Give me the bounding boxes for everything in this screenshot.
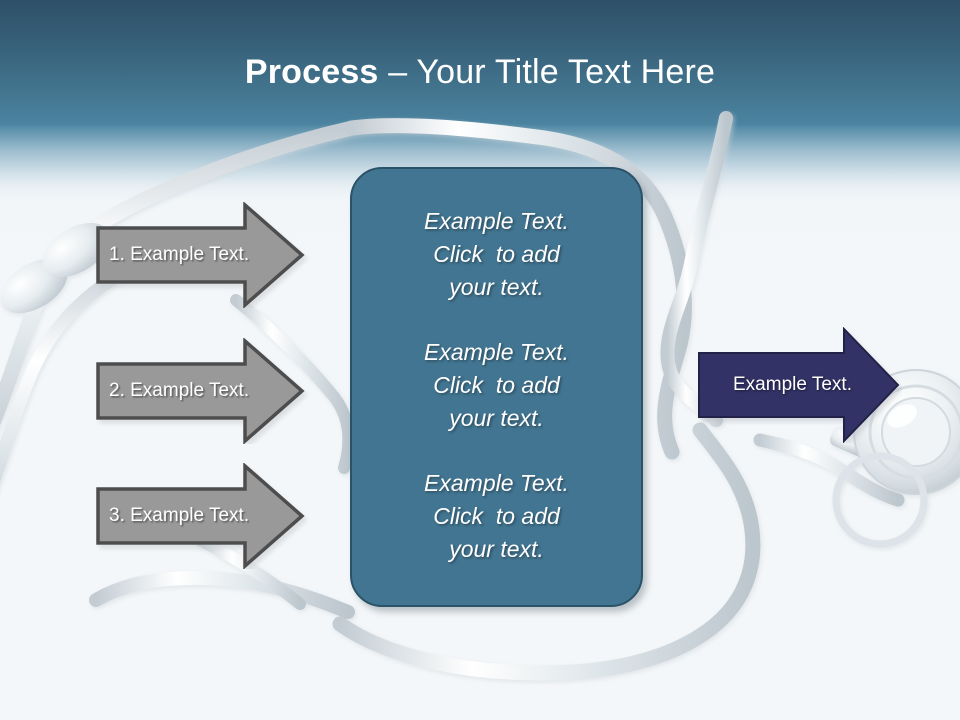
panel-text-block-1-line-2: Click to add [433, 241, 560, 267]
center-content-panel[interactable]: Example Text. Click to add your text. Ex… [350, 167, 643, 607]
panel-text-block-1[interactable]: Example Text. Click to add your text. [383, 205, 611, 304]
panel-text-block-3-line-3: your text. [449, 536, 544, 562]
title-rest-part: – Your Title Text Here [378, 53, 716, 91]
panel-text-block-1-line-1: Example Text. [424, 208, 569, 234]
step-arrow-2-label: 2. Example Text. [109, 380, 250, 401]
slide-title: Process – Your Title Text Here [0, 50, 960, 94]
step-arrow-1[interactable]: 1. Example Text. [95, 202, 310, 308]
step-arrow-3-label: 3. Example Text. [109, 505, 250, 526]
step-arrow-2[interactable]: 2. Example Text. [95, 338, 310, 444]
arrow-right-icon [96, 463, 305, 569]
panel-text-block-2-line-2: Click to add [433, 372, 560, 398]
step-arrow-3[interactable]: 3. Example Text. [95, 463, 310, 569]
panel-text-block-3-line-2: Click to add [433, 503, 560, 529]
result-arrow[interactable]: Example Text. [697, 327, 902, 443]
panel-text-block-2[interactable]: Example Text. Click to add your text. [383, 336, 611, 435]
panel-text-block-3-line-1: Example Text. [424, 470, 569, 496]
step-arrow-1-label: 1. Example Text. [109, 244, 250, 265]
result-arrow-label: Example Text. [733, 374, 852, 395]
arrow-right-icon [698, 327, 900, 443]
arrow-right-icon [96, 338, 305, 444]
arrow-right-icon [96, 202, 305, 308]
panel-text-block-2-line-1: Example Text. [424, 339, 569, 365]
title-bold-part: Process [244, 53, 379, 91]
panel-text-block-1-line-3: your text. [449, 274, 544, 300]
panel-text-block-3[interactable]: Example Text. Click to add your text. [383, 467, 611, 566]
panel-text-block-2-line-3: your text. [449, 405, 544, 431]
